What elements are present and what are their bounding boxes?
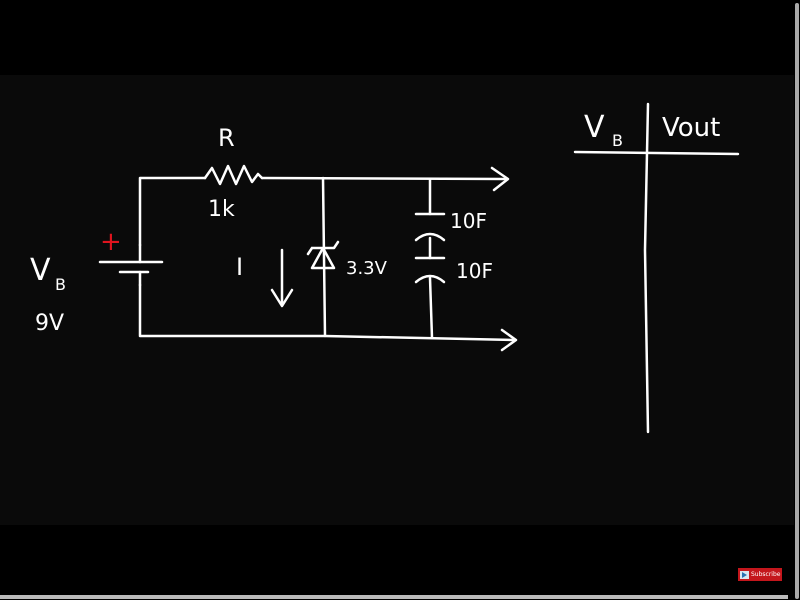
- resistor-value: 1k: [208, 197, 235, 222]
- table-col1-subscript: B: [612, 131, 623, 150]
- play-icon: [740, 570, 749, 579]
- arrow-top: [490, 166, 510, 192]
- subscribe-label: Subscribe: [751, 571, 781, 578]
- source-value: 9V: [35, 311, 64, 336]
- source-label: V: [30, 253, 51, 288]
- wire-top: [260, 176, 507, 181]
- wire-bottom: [138, 283, 517, 342]
- current-label: I: [236, 253, 243, 281]
- table-hline: [573, 150, 740, 156]
- subscribe-button[interactable]: Subscribe: [738, 568, 782, 581]
- current-arrow: [270, 248, 294, 308]
- cap2-value: 10F: [456, 259, 493, 283]
- resistor-label: R: [218, 124, 235, 152]
- horizontal-scrollbar[interactable]: [0, 595, 788, 599]
- table-vline: [643, 102, 650, 434]
- wire-top-left: [138, 176, 207, 247]
- plus-sign: +: [100, 227, 122, 257]
- zener-value: 3.3V: [346, 258, 388, 279]
- table-col2-label: Vout: [662, 113, 720, 143]
- table-col1-label: V: [584, 110, 605, 145]
- vertical-scrollbar[interactable]: [795, 3, 799, 599]
- zener-diode: [306, 240, 340, 270]
- zener-wire: [321, 176, 327, 338]
- video-frame[interactable]: [0, 75, 794, 525]
- resistor-zigzag: [203, 164, 264, 186]
- source-subscript: B: [55, 275, 66, 294]
- cap1-plates: [414, 212, 446, 242]
- cap2-plates: [414, 256, 446, 284]
- arrow-bottom: [500, 328, 518, 352]
- cap1-value: 10F: [450, 209, 487, 233]
- cap-wire: [428, 177, 434, 340]
